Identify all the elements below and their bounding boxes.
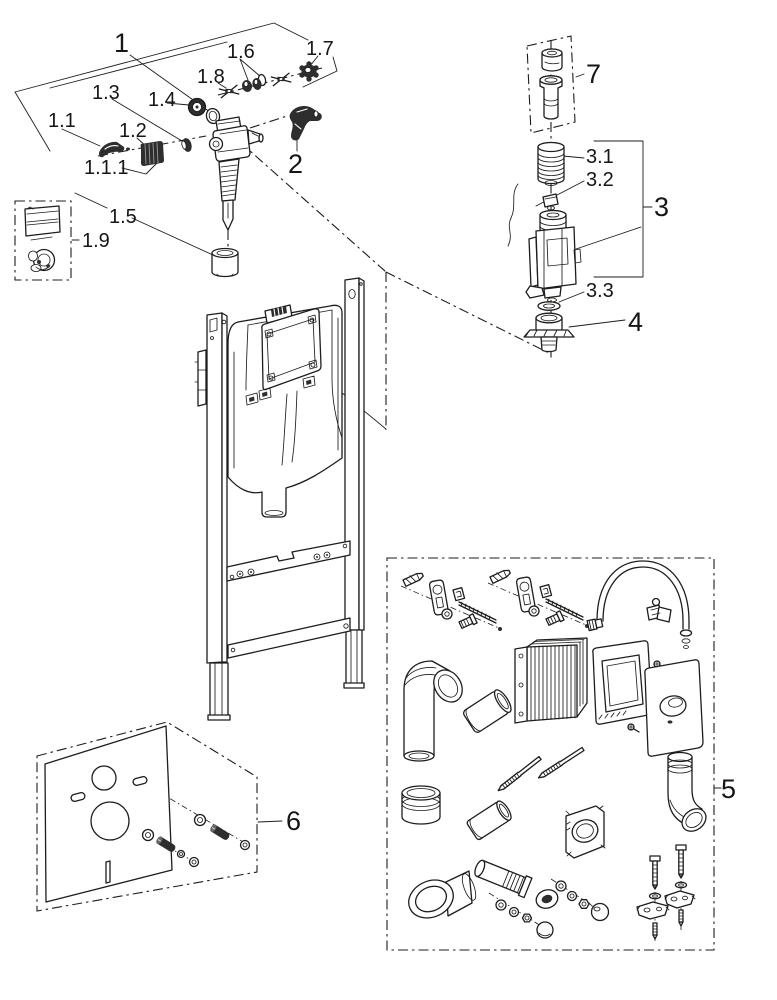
spacer-sleeve — [466, 800, 512, 841]
flush-valve-body — [525, 193, 582, 303]
angle-valve — [646, 597, 672, 623]
push-rod-cap — [541, 48, 563, 72]
callout-1-8: 1.8 — [197, 66, 225, 88]
insulation-screw-b — [210, 824, 230, 840]
wall-anchor-set-a — [400, 572, 502, 631]
connector-sleeve — [463, 689, 512, 733]
frame-rail-left — [194, 312, 231, 721]
concealed-cistern — [227, 304, 343, 518]
callout-1-7: 1.7 — [306, 38, 334, 60]
callout-1-5: 1.5 — [109, 206, 137, 228]
callout-1-3: 1.3 — [92, 82, 120, 104]
spindle-fitting-b — [270, 72, 292, 87]
accessory-box-outline — [386, 557, 715, 951]
threaded-pin-b — [537, 746, 585, 779]
threaded-pin-a — [497, 755, 542, 792]
callout-3-1: 3.1 — [586, 146, 614, 168]
actuating-wire — [507, 183, 519, 247]
flange-seal-ring — [565, 805, 606, 859]
sound-insulation-set — [44, 725, 251, 903]
enclosure-boxes — [14, 35, 715, 951]
frame-rail-right — [343, 277, 365, 689]
cross-rail-lower — [227, 617, 351, 659]
insulation-screw-a — [156, 836, 176, 852]
threaded-pipe-set — [474, 859, 610, 939]
callout-1-6: 1.6 — [227, 41, 255, 63]
fill-valve-assembly — [99, 61, 322, 278]
fill-valve-body — [208, 116, 264, 231]
cross-rail-upper — [226, 540, 351, 582]
callout-4: 4 — [628, 307, 643, 337]
spindle-fitting-a — [218, 84, 240, 99]
outlet-valve-seat — [523, 312, 575, 353]
actuation-plate — [644, 659, 704, 757]
mounting-clamp-2 — [289, 106, 322, 141]
flush-valve-assembly — [507, 48, 582, 353]
inlet-hose — [586, 560, 693, 649]
insulation-set-outline — [36, 721, 258, 912]
adjuster-knob — [140, 141, 164, 166]
callout-1-4: 1.4 — [148, 89, 176, 111]
cone-seal — [181, 138, 192, 152]
wall-anchor-set-b — [487, 569, 589, 628]
push-rod-tube — [539, 75, 563, 120]
callout-3: 3 — [654, 192, 669, 222]
mounting-frame — [592, 640, 666, 733]
callout-1-2: 1.2 — [119, 120, 147, 142]
funnel-disc — [252, 73, 267, 90]
protection-box — [514, 637, 588, 724]
callout-1-1: 1.1 — [48, 110, 76, 132]
flush-bend — [667, 751, 707, 832]
floor-bracket-set-b — [664, 844, 696, 930]
inlet-seal — [187, 97, 221, 125]
leader-lines — [14, 22, 722, 823]
callout-7: 7 — [586, 59, 601, 89]
callout-2: 2 — [288, 149, 303, 179]
flush-pipe-elbow — [403, 660, 463, 762]
push-rod-kit-outline — [526, 35, 576, 134]
callout-1-1-1: 1.1.1 — [84, 157, 128, 179]
callout-5: 5 — [721, 774, 736, 804]
callout-1: 1 — [114, 28, 129, 58]
wing-nut — [299, 61, 319, 82]
callout-6: 6 — [286, 806, 301, 836]
capped-sleeve — [401, 785, 441, 825]
flat-seal-small — [241, 80, 253, 92]
overflow-tube — [537, 141, 565, 186]
callout-3-3: 3.3 — [586, 280, 614, 302]
installation-frame — [194, 277, 365, 721]
callout-labels: 1 1.1 1.1.1 1.2 1.3 1.4 1.5 1.6 1.7 1.8 … — [48, 28, 736, 836]
callout-1-9: 1.9 — [82, 230, 110, 252]
floor-bracket-set-a — [636, 855, 670, 941]
shank-sleeve — [211, 247, 239, 278]
refill-hose-clip — [99, 141, 130, 158]
pan-connector — [408, 870, 477, 919]
valve-seat-washer — [537, 301, 561, 311]
seal-service-kit — [24, 205, 61, 272]
accessory-box — [400, 560, 707, 941]
callout-3-2: 3.2 — [586, 169, 614, 191]
